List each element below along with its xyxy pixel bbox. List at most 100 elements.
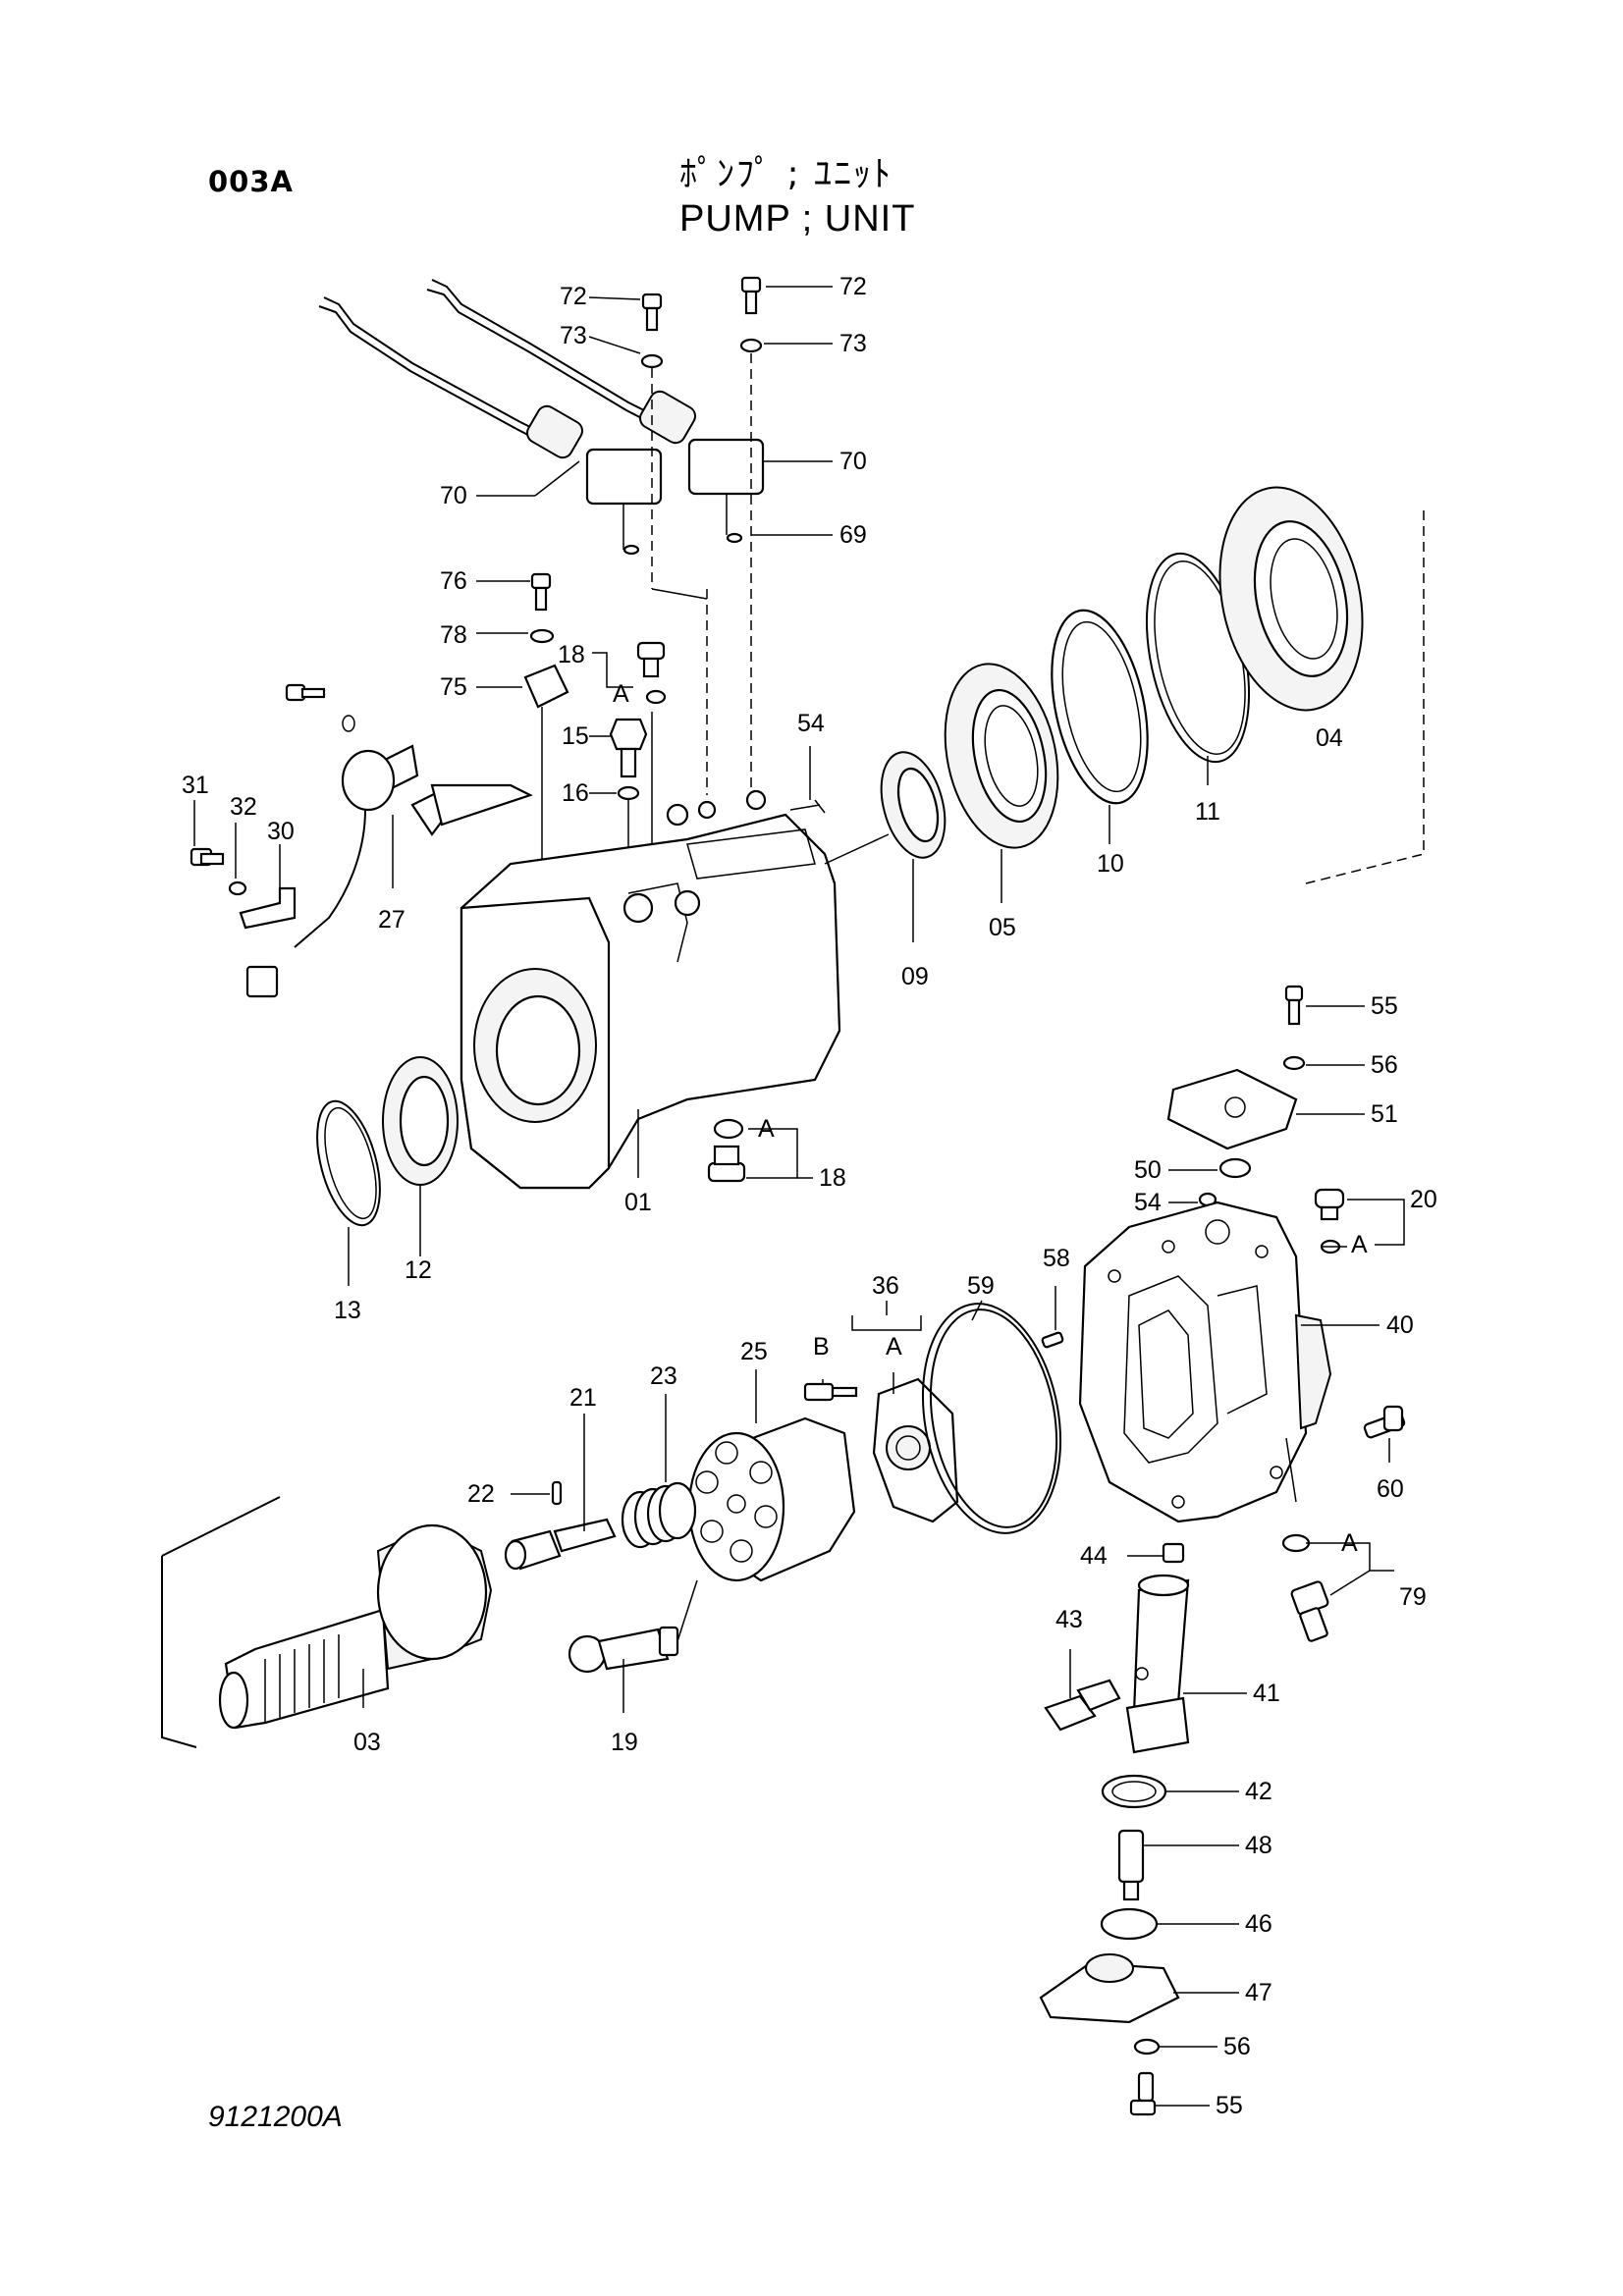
callout: 25 [740, 1338, 768, 1365]
callout: 46 [1245, 1910, 1272, 1938]
callout: 42 [1245, 1778, 1272, 1805]
callout: 70 [839, 448, 867, 475]
plug-44 [1162, 1542, 1185, 1564]
bracket-30 [239, 886, 297, 930]
guide-line [651, 588, 708, 600]
washer-56-bottom [1133, 2038, 1161, 2056]
piston-19 [568, 1626, 679, 1674]
callout: 73 [839, 330, 867, 357]
page-code: 003A [208, 165, 294, 198]
cover-47 [1039, 1953, 1180, 2024]
callout: A [1351, 1231, 1368, 1258]
cylinder-block-25 [687, 1416, 856, 1582]
callout: 41 [1253, 1680, 1280, 1707]
plug-15 [609, 718, 648, 778]
callout: 78 [440, 621, 467, 649]
bolt-55-bottom [1129, 2071, 1157, 2116]
callout: 73 [560, 322, 587, 349]
callout: A [1341, 1529, 1358, 1557]
seal-42-inner [1111, 1781, 1157, 1802]
sleeve-41 [1125, 1574, 1190, 1754]
callout: 03 [353, 1729, 381, 1756]
callout: 54 [1134, 1189, 1162, 1216]
leader-lines [193, 286, 1405, 2107]
guide-21 [504, 1518, 617, 1571]
washer-56-top [1282, 1055, 1306, 1071]
callout: 23 [650, 1362, 677, 1390]
callout: 27 [378, 906, 406, 934]
pin-58 [1041, 1331, 1064, 1349]
callout: 44 [1080, 1542, 1108, 1570]
bearing-05 [944, 663, 1059, 849]
screw-72-right [740, 276, 762, 315]
callout: 09 [901, 963, 929, 990]
plug-20 [1314, 1188, 1345, 1221]
plug-18-bottom [707, 1145, 746, 1183]
pin-22 [551, 1480, 563, 1506]
callout: 72 [839, 273, 867, 300]
callout: 01 [624, 1189, 652, 1216]
callout: 56 [1223, 2033, 1251, 2060]
guide-line [676, 1579, 698, 1642]
callout: A [886, 1333, 902, 1361]
o-ring-a-79 [1281, 1533, 1311, 1553]
callout: 05 [989, 914, 1016, 941]
callout: 16 [562, 779, 589, 807]
callout-labels: 72 73 72 73 70 70 69 76 78 75 18 A 15 16… [182, 273, 1437, 2119]
callout: 79 [1399, 1583, 1427, 1611]
bolt-60 [1363, 1405, 1406, 1439]
callout: 43 [1055, 1606, 1083, 1633]
screw-72-left [641, 293, 663, 332]
pump-housing-01 [460, 789, 841, 1190]
callout: 58 [1043, 1245, 1070, 1272]
valve-block-40 [1078, 1201, 1332, 1523]
spacer-48 [1117, 1829, 1145, 1901]
valve-plate-a [872, 1377, 959, 1523]
shaft-axis-line [824, 833, 890, 865]
callout: 13 [334, 1297, 361, 1324]
callout: 72 [560, 283, 587, 310]
pressure-sensor-left [318, 296, 663, 556]
callout: 04 [1316, 724, 1343, 752]
o-ring-a-top [645, 689, 667, 705]
callout: 69 [839, 521, 867, 549]
clamp-75 [523, 664, 569, 709]
callout: 55 [1216, 2092, 1243, 2119]
shaft-03 [218, 1523, 493, 1730]
callout: 21 [569, 1384, 597, 1412]
o-ring-50 [1218, 1157, 1252, 1179]
callout: 60 [1377, 1475, 1404, 1503]
spring-23 [621, 1481, 697, 1549]
callout: 54 [797, 710, 825, 737]
screw-76 [530, 572, 552, 612]
callout: 11 [1195, 798, 1220, 826]
washer-73-right [739, 338, 763, 353]
callout: 15 [562, 722, 589, 750]
seal-42 [1101, 1774, 1167, 1809]
snap-ring-13 [316, 1099, 381, 1227]
callout: 30 [267, 818, 295, 845]
washer-32 [228, 881, 247, 896]
callout: 70 [440, 482, 467, 509]
callout: 75 [440, 673, 467, 701]
callout: 40 [1386, 1311, 1414, 1339]
screw-31 [189, 847, 225, 867]
callout: 22 [467, 1480, 495, 1508]
callout: 10 [1097, 850, 1124, 878]
washer-78 [529, 628, 555, 644]
o-ring-46 [1100, 1907, 1159, 1941]
ring-10 [1051, 609, 1149, 805]
callout: 18 [819, 1164, 846, 1192]
guide-line [1285, 1437, 1297, 1503]
callout: 48 [1245, 1832, 1272, 1859]
callout: 51 [1371, 1100, 1398, 1128]
callout: A [613, 680, 629, 708]
callout: A [758, 1115, 775, 1143]
o-ring-a-housing [713, 1118, 744, 1140]
bearing-04 [1218, 486, 1364, 712]
oil-seal-12 [382, 1056, 459, 1186]
callout: 20 [1410, 1186, 1437, 1213]
callout: 31 [182, 772, 209, 799]
